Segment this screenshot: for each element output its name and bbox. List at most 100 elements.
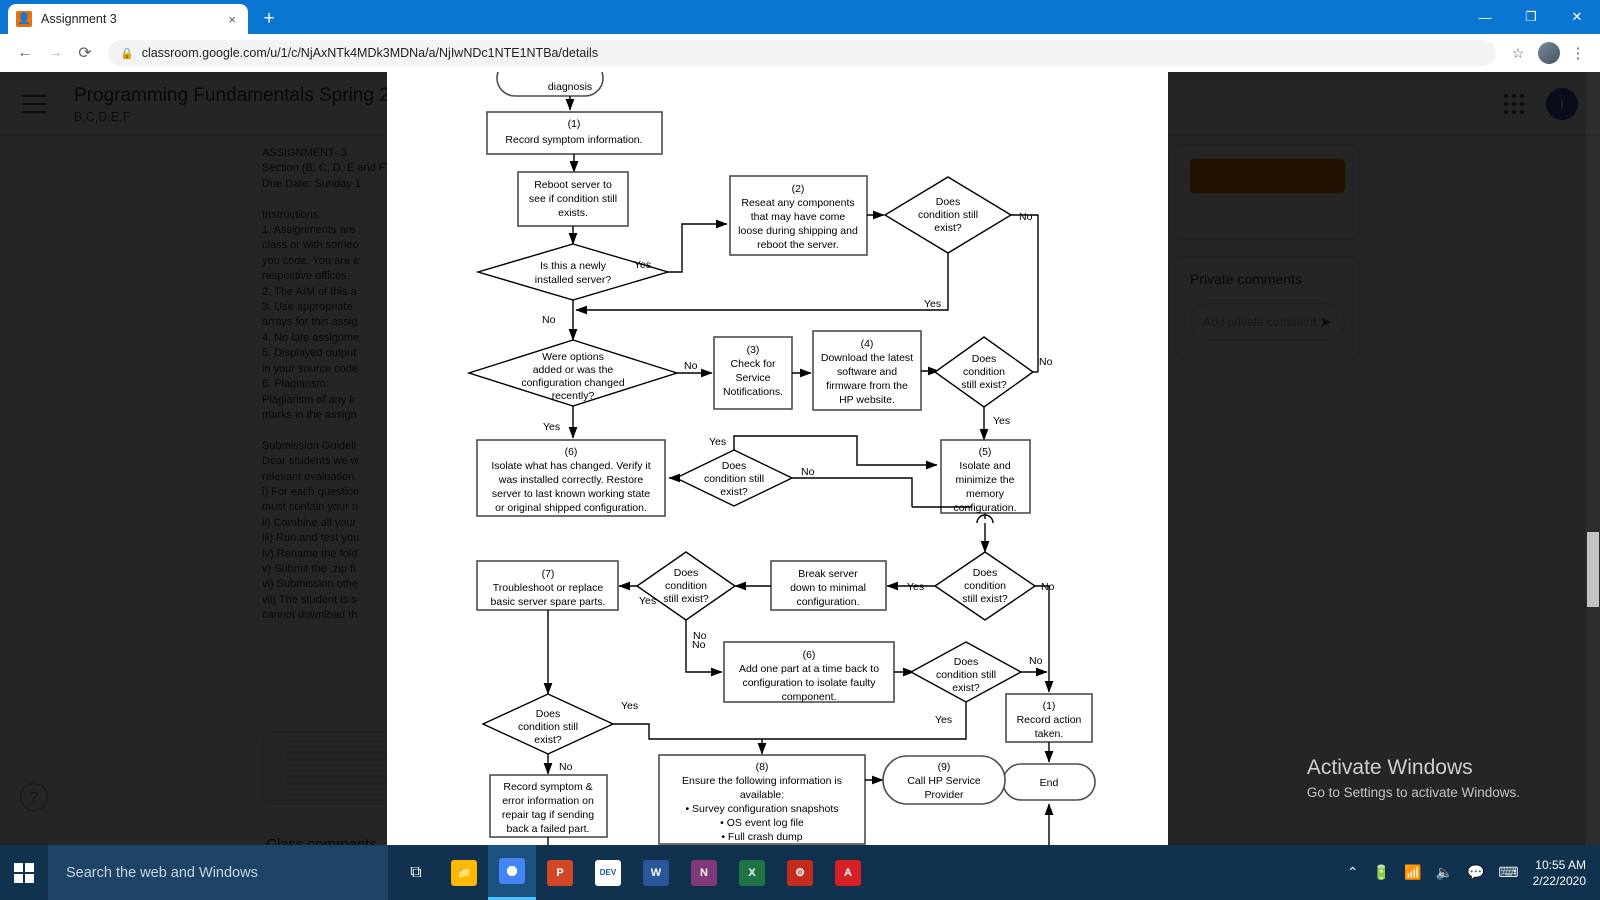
- taskview-button[interactable]: ⧉: [392, 845, 440, 900]
- svg-text:that may have come: that may have come: [751, 211, 846, 223]
- keyboard-icon[interactable]: ⌨: [1498, 864, 1519, 880]
- svg-text:Call HP Service: Call HP Service: [907, 775, 980, 787]
- svg-text:(6): (6): [565, 446, 578, 458]
- svg-text:configuration.: configuration.: [796, 596, 859, 608]
- back-button[interactable]: ←: [17, 44, 33, 61]
- new-tab-button[interactable]: +: [263, 8, 275, 29]
- svg-text:No: No: [684, 360, 698, 372]
- page-scrollbar-thumb[interactable]: [1587, 532, 1599, 607]
- onenote-button[interactable]: N: [680, 845, 728, 900]
- wifi-icon[interactable]: 📶: [1404, 864, 1422, 880]
- svg-text:(9): (9): [938, 761, 951, 773]
- taskbar-search-placeholder: Search the web and Windows: [66, 864, 258, 881]
- acrobat-icon: A: [835, 859, 861, 886]
- clock-time: 10:55 AM: [1535, 857, 1586, 872]
- taskbar-search-box[interactable]: Search the web and Windows: [48, 845, 388, 900]
- activate-windows-title: Activate Windows: [1306, 756, 1473, 779]
- send-icon[interactable]: ➤: [1319, 314, 1332, 331]
- svg-text:condition: condition: [963, 366, 1005, 378]
- gear-icon: ⚙: [787, 859, 813, 886]
- devcpp-button[interactable]: DEV: [584, 845, 632, 900]
- private-comment-placeholder: Add private comment...: [1203, 315, 1320, 329]
- svg-text:repair tag if sending: repair tag if sending: [502, 809, 594, 821]
- svg-text:Yes: Yes: [634, 259, 651, 271]
- file-explorer-button[interactable]: 📁: [440, 845, 488, 900]
- course-sections: B,C,D,E,F: [74, 109, 131, 124]
- window-controls: — ❐ ✕: [1462, 0, 1600, 34]
- svg-text:Break server: Break server: [798, 568, 858, 580]
- svg-text:error information on: error information on: [502, 795, 594, 807]
- excel-icon: X: [739, 859, 765, 886]
- image-lightbox[interactable]: .bx { fill:#fff; stroke:#4d4d4d; stroke-…: [387, 72, 1168, 845]
- svg-text:Does: Does: [972, 353, 997, 365]
- word-button[interactable]: W: [632, 845, 680, 900]
- forward-button[interactable]: →: [47, 44, 63, 61]
- svg-text:Ensure the following informati: Ensure the following information is: [682, 775, 842, 787]
- svg-text:No: No: [801, 466, 815, 478]
- svg-text:No: No: [1039, 356, 1053, 368]
- battery-icon[interactable]: 🔋: [1372, 864, 1391, 880]
- close-button[interactable]: ✕: [1571, 9, 1583, 24]
- activate-windows-watermark: Activate Windows Go to Settings to activ…: [1307, 755, 1520, 800]
- start-button[interactable]: [0, 845, 48, 900]
- svg-text:(4): (4): [861, 338, 874, 350]
- private-comment-input[interactable]: Add private comment... ➤: [1190, 303, 1345, 341]
- svg-text:Provider: Provider: [924, 789, 964, 801]
- svg-text:Record symptom &: Record symptom &: [503, 781, 592, 793]
- svg-text:Reboot server to: Reboot server to: [534, 179, 612, 191]
- chrome-menu-icon[interactable]: ⋮: [1570, 45, 1586, 62]
- action-center-icon[interactable]: 💬: [1466, 864, 1485, 880]
- svg-text:recently?: recently?: [552, 390, 595, 402]
- svg-text:No: No: [1019, 211, 1033, 223]
- minimize-button[interactable]: —: [1478, 9, 1492, 25]
- chevron-up-icon[interactable]: ⌃: [1346, 864, 1359, 880]
- svg-text:exist?: exist?: [534, 734, 562, 746]
- svg-text:or original shipped configurat: or original shipped configuration.: [495, 502, 647, 514]
- address-bar[interactable]: 🔒 classroom.google.com/u/1/c/NjAxNTk4MDk…: [108, 40, 1496, 66]
- svg-text:installed server?: installed server?: [535, 274, 612, 286]
- avatar[interactable]: I: [1546, 87, 1578, 120]
- powerpoint-button[interactable]: P: [536, 845, 584, 900]
- svg-text:Download the latest: Download the latest: [821, 352, 913, 364]
- svg-text:Troubleshoot or replace: Troubleshoot or replace: [493, 582, 604, 594]
- svg-text:condition still: condition still: [936, 669, 996, 681]
- svg-text:Service: Service: [735, 372, 770, 384]
- chrome-button[interactable]: [488, 845, 536, 900]
- svg-text:(1): (1): [568, 118, 581, 130]
- file-explorer-icon: 📁: [451, 859, 477, 886]
- maximize-button[interactable]: ❐: [1525, 9, 1537, 24]
- svg-text:Yes: Yes: [935, 714, 952, 726]
- bookmark-star-icon[interactable]: ☆: [1511, 44, 1525, 61]
- hamburger-menu-icon[interactable]: [22, 94, 46, 113]
- svg-text:memory: memory: [966, 488, 1005, 500]
- tab-close-icon[interactable]: ×: [228, 11, 236, 27]
- help-icon[interactable]: ?: [20, 783, 48, 811]
- svg-text:server to last known working s: server to last known working state: [492, 488, 650, 500]
- svg-text:minimize the: minimize the: [956, 474, 1015, 486]
- chrome-profile-avatar[interactable]: [1538, 42, 1560, 64]
- reload-button[interactable]: ⟳: [78, 45, 92, 62]
- svg-text:End: End: [1040, 777, 1059, 789]
- volume-muted-icon[interactable]: 🔈: [1435, 864, 1453, 880]
- clock[interactable]: 10:55 AM 2/22/2020: [1533, 857, 1586, 889]
- tab-title: Assignment 3: [41, 12, 117, 26]
- devcpp-icon: DEV: [595, 859, 621, 886]
- excel-button[interactable]: X: [728, 845, 776, 900]
- svg-text:Reseat any components: Reseat any components: [741, 197, 854, 209]
- browser-toolbar: ← → ⟳ 🔒 classroom.google.com/u/1/c/NjAxN…: [0, 34, 1600, 72]
- svg-text:Does: Does: [674, 567, 699, 579]
- browser-tab[interactable]: 👤 Assignment 3 ×: [8, 4, 248, 34]
- svg-text:taken.: taken.: [1035, 728, 1064, 740]
- svg-text:Does: Does: [973, 567, 998, 579]
- svg-text:Add one part at a time back to: Add one part at a time back to: [739, 663, 879, 675]
- svg-text:No: No: [692, 639, 706, 651]
- private-comments-heading: Private comments: [1190, 271, 1303, 287]
- svg-text:Yes: Yes: [993, 415, 1010, 427]
- utility-app-button[interactable]: ⚙: [776, 845, 824, 900]
- page-scrollbar-track[interactable]: [1586, 72, 1600, 845]
- submit-work-button[interactable]: [1190, 159, 1345, 193]
- apps-grid-icon[interactable]: [1504, 93, 1524, 114]
- acrobat-button[interactable]: A: [824, 845, 872, 900]
- svg-text:see if condition still: see if condition still: [529, 193, 617, 205]
- svg-text:exist?: exist?: [952, 682, 980, 694]
